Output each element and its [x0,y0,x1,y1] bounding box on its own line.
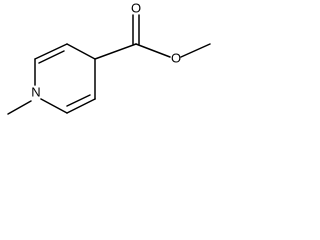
bond-c6-c5-inner [66,94,91,107]
ester-oxygen-label: O [171,50,181,65]
bond-c3-c2-inner [38,50,65,64]
bond-c6-c5 [66,98,96,114]
bond-c4-c3 [66,43,96,60]
nitrogen-label: N [31,84,40,99]
molecule-diagram: N O O [0,0,216,134]
bond-n1-c6 [40,98,68,114]
bond-c4-carbonyl [94,43,137,60]
bond-n1-methyl [7,100,32,115]
carbonyl-oxygen-label: O [131,0,141,15]
bond-carbonyl-ester-o [135,43,171,58]
bond-ester-o-methyl [180,43,211,58]
structure-drawing: N O O [7,0,211,115]
bond-c3-c2 [34,43,68,60]
